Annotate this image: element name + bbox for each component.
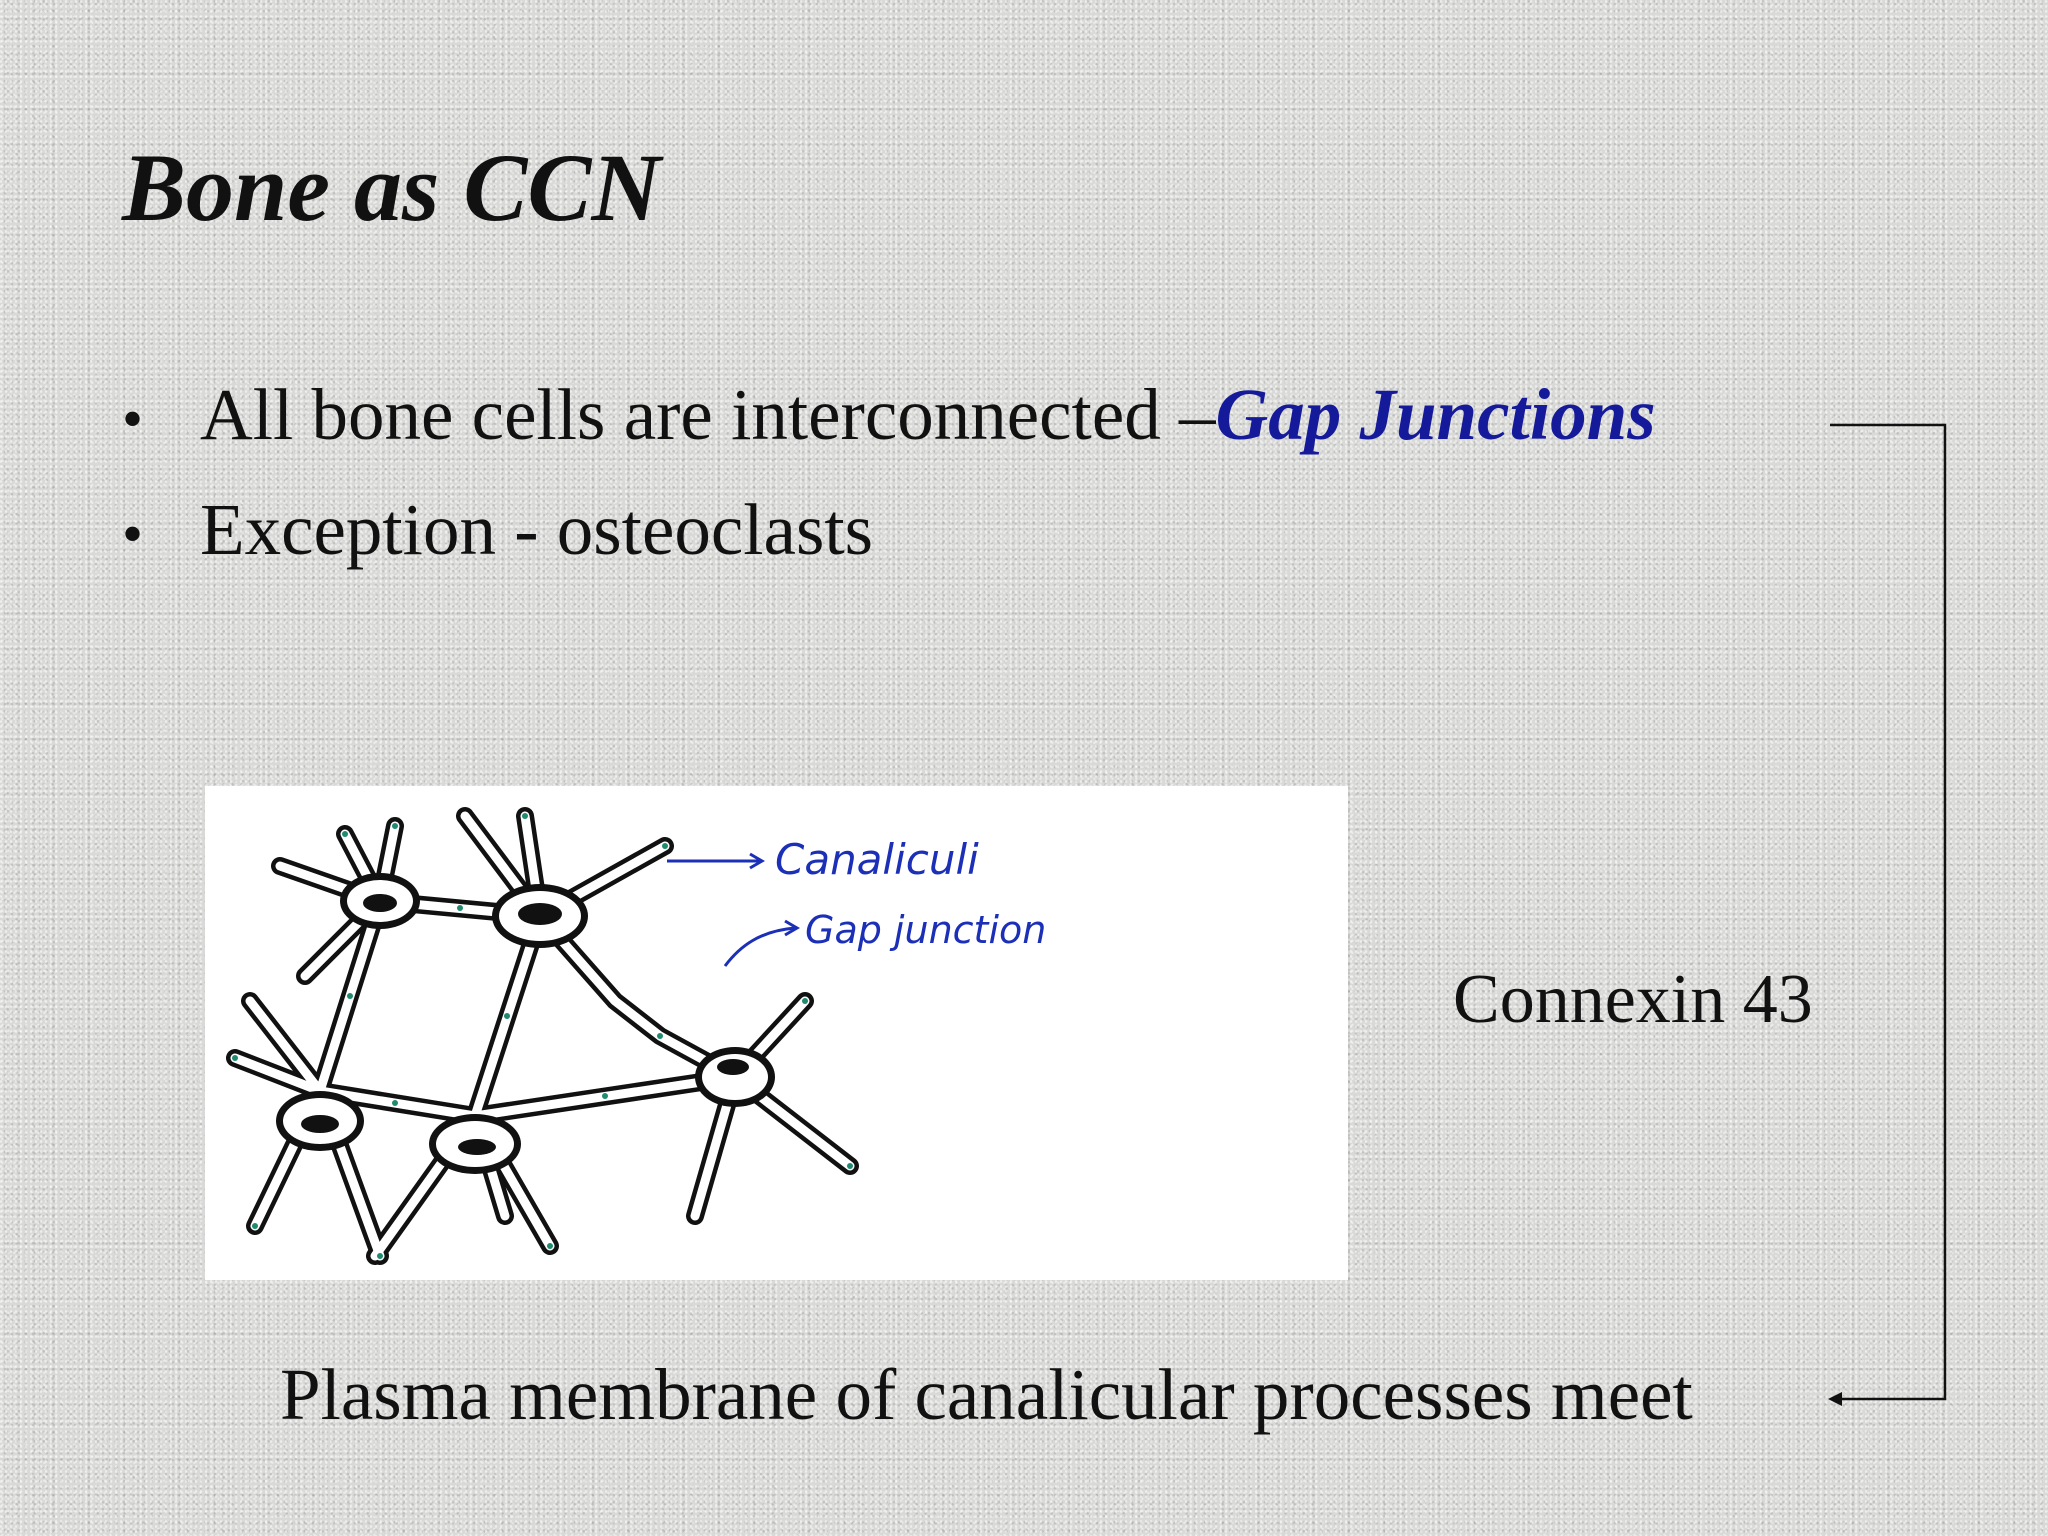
cell-nucleus-a (363, 894, 397, 912)
connexin-label: Connexin 43 (1453, 961, 1813, 1038)
bullet-marker: • (122, 386, 144, 452)
bullet-marker: • (122, 501, 144, 567)
gap-junction-dots (232, 813, 853, 1259)
bracket-line (1830, 423, 1947, 1401)
canaliculi-label: Canaliculi (775, 835, 979, 884)
osteocyte-network-figure: Canaliculi Gap junction (205, 786, 1348, 1280)
osteocyte-network-drawing: Canaliculi Gap junction (226, 807, 1046, 1265)
label-arrows (667, 852, 800, 967)
gap-junction-arrow-line (723, 926, 796, 967)
osteocyte-bodies (276, 873, 775, 1174)
gap-junction-arrowhead (784, 919, 800, 937)
bullet-item: • All bone cells are interconnected – Ga… (122, 378, 1656, 493)
bullet-list: • All bone cells are interconnected – Ga… (122, 378, 1656, 608)
gap-junctions-highlight: Gap Junctions (1215, 374, 1656, 455)
slide-title: Bone as CCN (122, 134, 661, 241)
cell-nucleus-d (301, 1115, 339, 1133)
cell-nucleus-e (458, 1139, 496, 1155)
bracket-arrowhead (1828, 1392, 1842, 1406)
bullet-item: • Exception - osteoclasts (122, 493, 1656, 608)
footer-statement: Plasma membrane of canalicular processes… (280, 1354, 1693, 1435)
canaliculi-arrowhead (749, 852, 765, 870)
gap-junction-label: Gap junction (805, 908, 1046, 952)
bullet-text: All bone cells are interconnected – (200, 374, 1216, 455)
bullet-text: Exception - osteoclasts (200, 489, 874, 570)
cell-nucleus-b (518, 903, 562, 925)
cell-nucleus-c (717, 1059, 749, 1075)
